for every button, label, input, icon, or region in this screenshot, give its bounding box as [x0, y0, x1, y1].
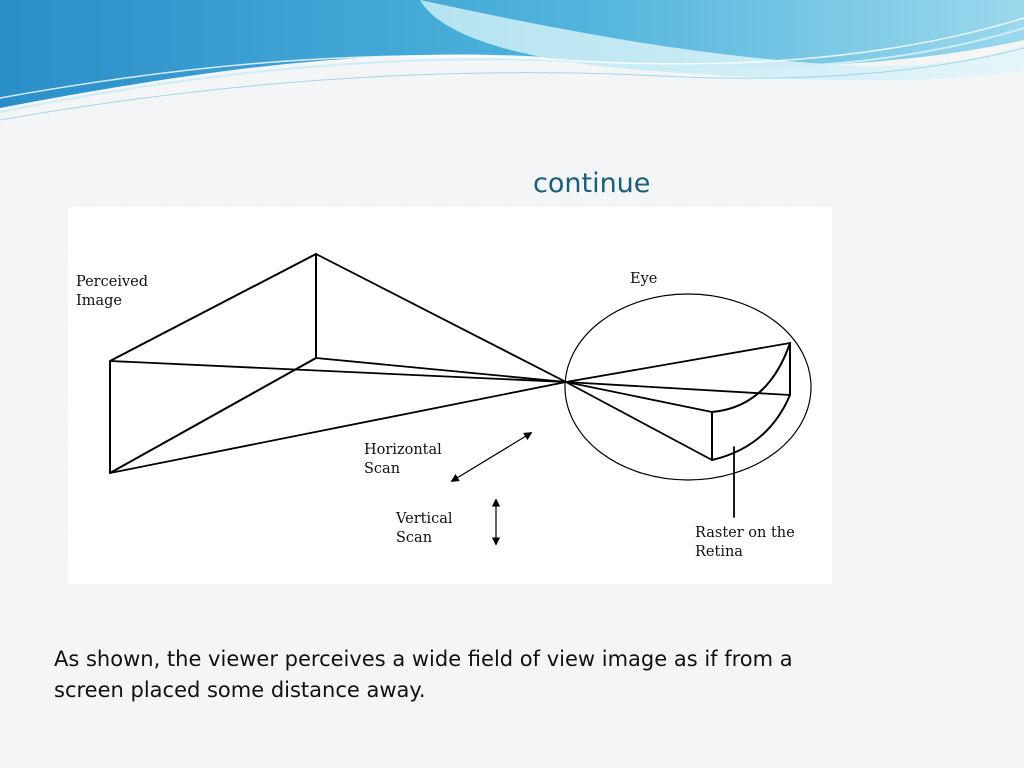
diagram-figure: Perceived Image Eye Horizontal Scan Vert…: [68, 207, 832, 584]
slide-caption: As shown, the viewer perceives a wide fi…: [54, 647, 793, 702]
retina-rays: [565, 342, 791, 461]
projection-rays: [109, 253, 567, 474]
eye-outline: [564, 293, 812, 481]
raster-on-retina-label: Raster on the Retina: [695, 525, 795, 560]
perceived-image-label: Perceived Image: [76, 274, 149, 309]
perceived-image-diagram: [109, 253, 812, 546]
horizontal-scan-arrow: [450, 432, 533, 482]
horizontal-scan-label: Horizontal Scan: [364, 442, 442, 477]
slide-title: continue: [533, 168, 651, 199]
header-wave-decoration: [0, 0, 1024, 121]
eye-label: Eye: [630, 271, 658, 287]
vertical-scan-label: Vertical Scan: [396, 511, 453, 546]
retina-raster: [711, 342, 791, 461]
